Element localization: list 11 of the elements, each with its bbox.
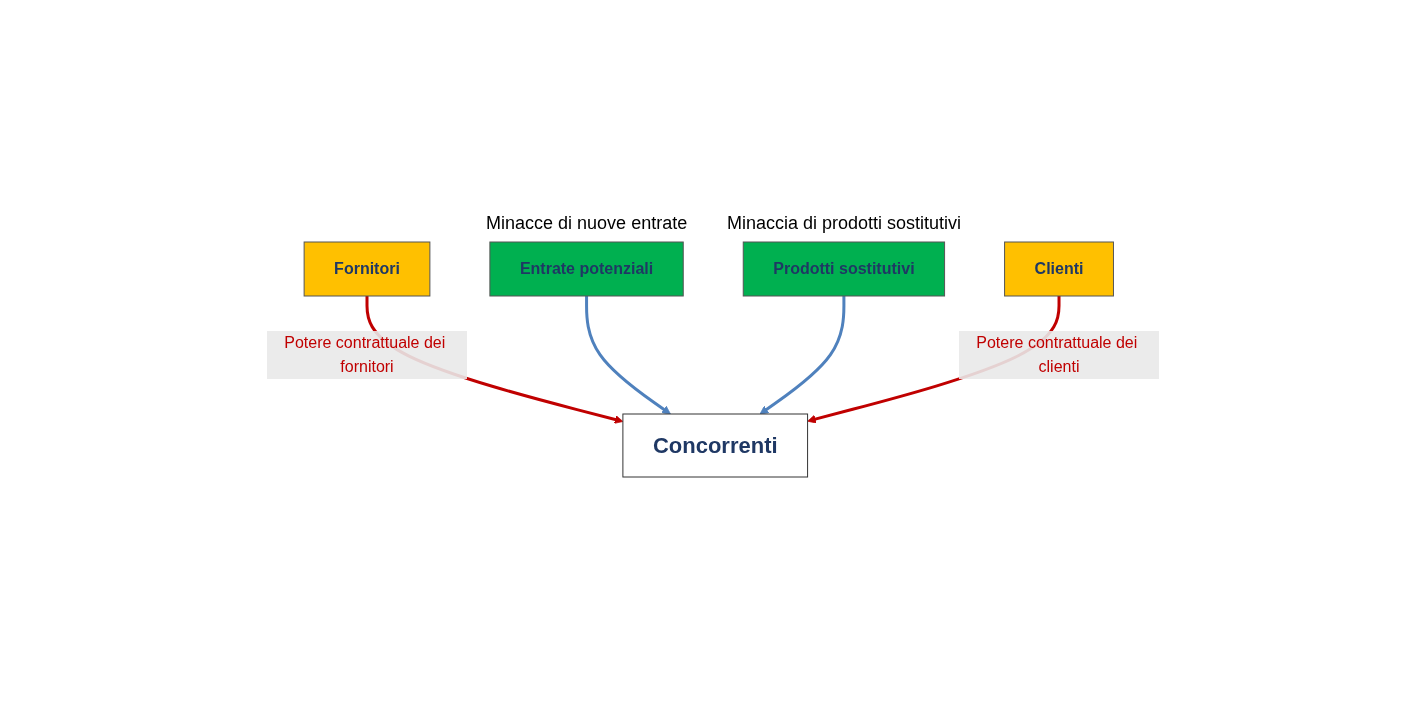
edge-label: Potere contrattuale dei fornitori xyxy=(284,334,446,375)
edge-label: Potere contrattuale dei clienti xyxy=(976,334,1138,375)
arrow xyxy=(585,296,671,415)
node-box: Prodotti sostitutivi xyxy=(742,241,946,297)
node-caption: Minacce di nuove entrate xyxy=(486,213,688,234)
node-caption: Minaccia di prodotti sostitutivi xyxy=(726,213,961,234)
node-box: Entrate potenziali xyxy=(489,241,684,297)
node-box: Clienti xyxy=(1004,241,1114,297)
node-box: Fornitori xyxy=(303,241,431,297)
arrow xyxy=(759,296,846,415)
node-box: Concorrenti xyxy=(622,413,809,478)
